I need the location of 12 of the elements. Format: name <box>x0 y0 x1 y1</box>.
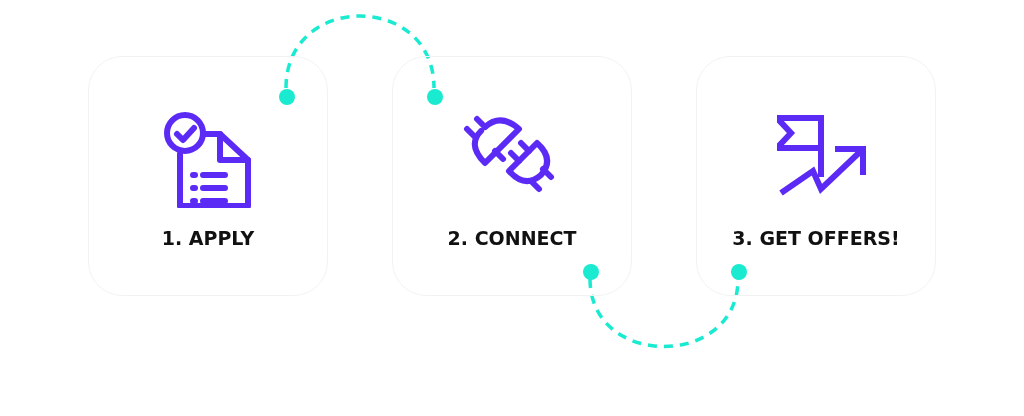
step-label: 3. GET OFFERS! <box>732 227 900 249</box>
step-label: 2. CONNECT <box>447 227 577 249</box>
step-label: 1. APPLY <box>161 227 255 249</box>
step-card <box>392 56 632 296</box>
connector-dot <box>583 264 599 280</box>
connector-dot <box>427 89 443 105</box>
dashed-connector <box>588 278 740 349</box>
step-card <box>696 56 936 296</box>
connector-dot <box>279 89 295 105</box>
connector-dot <box>731 264 747 280</box>
step-card <box>88 56 328 296</box>
dashed-connector <box>284 14 436 89</box>
